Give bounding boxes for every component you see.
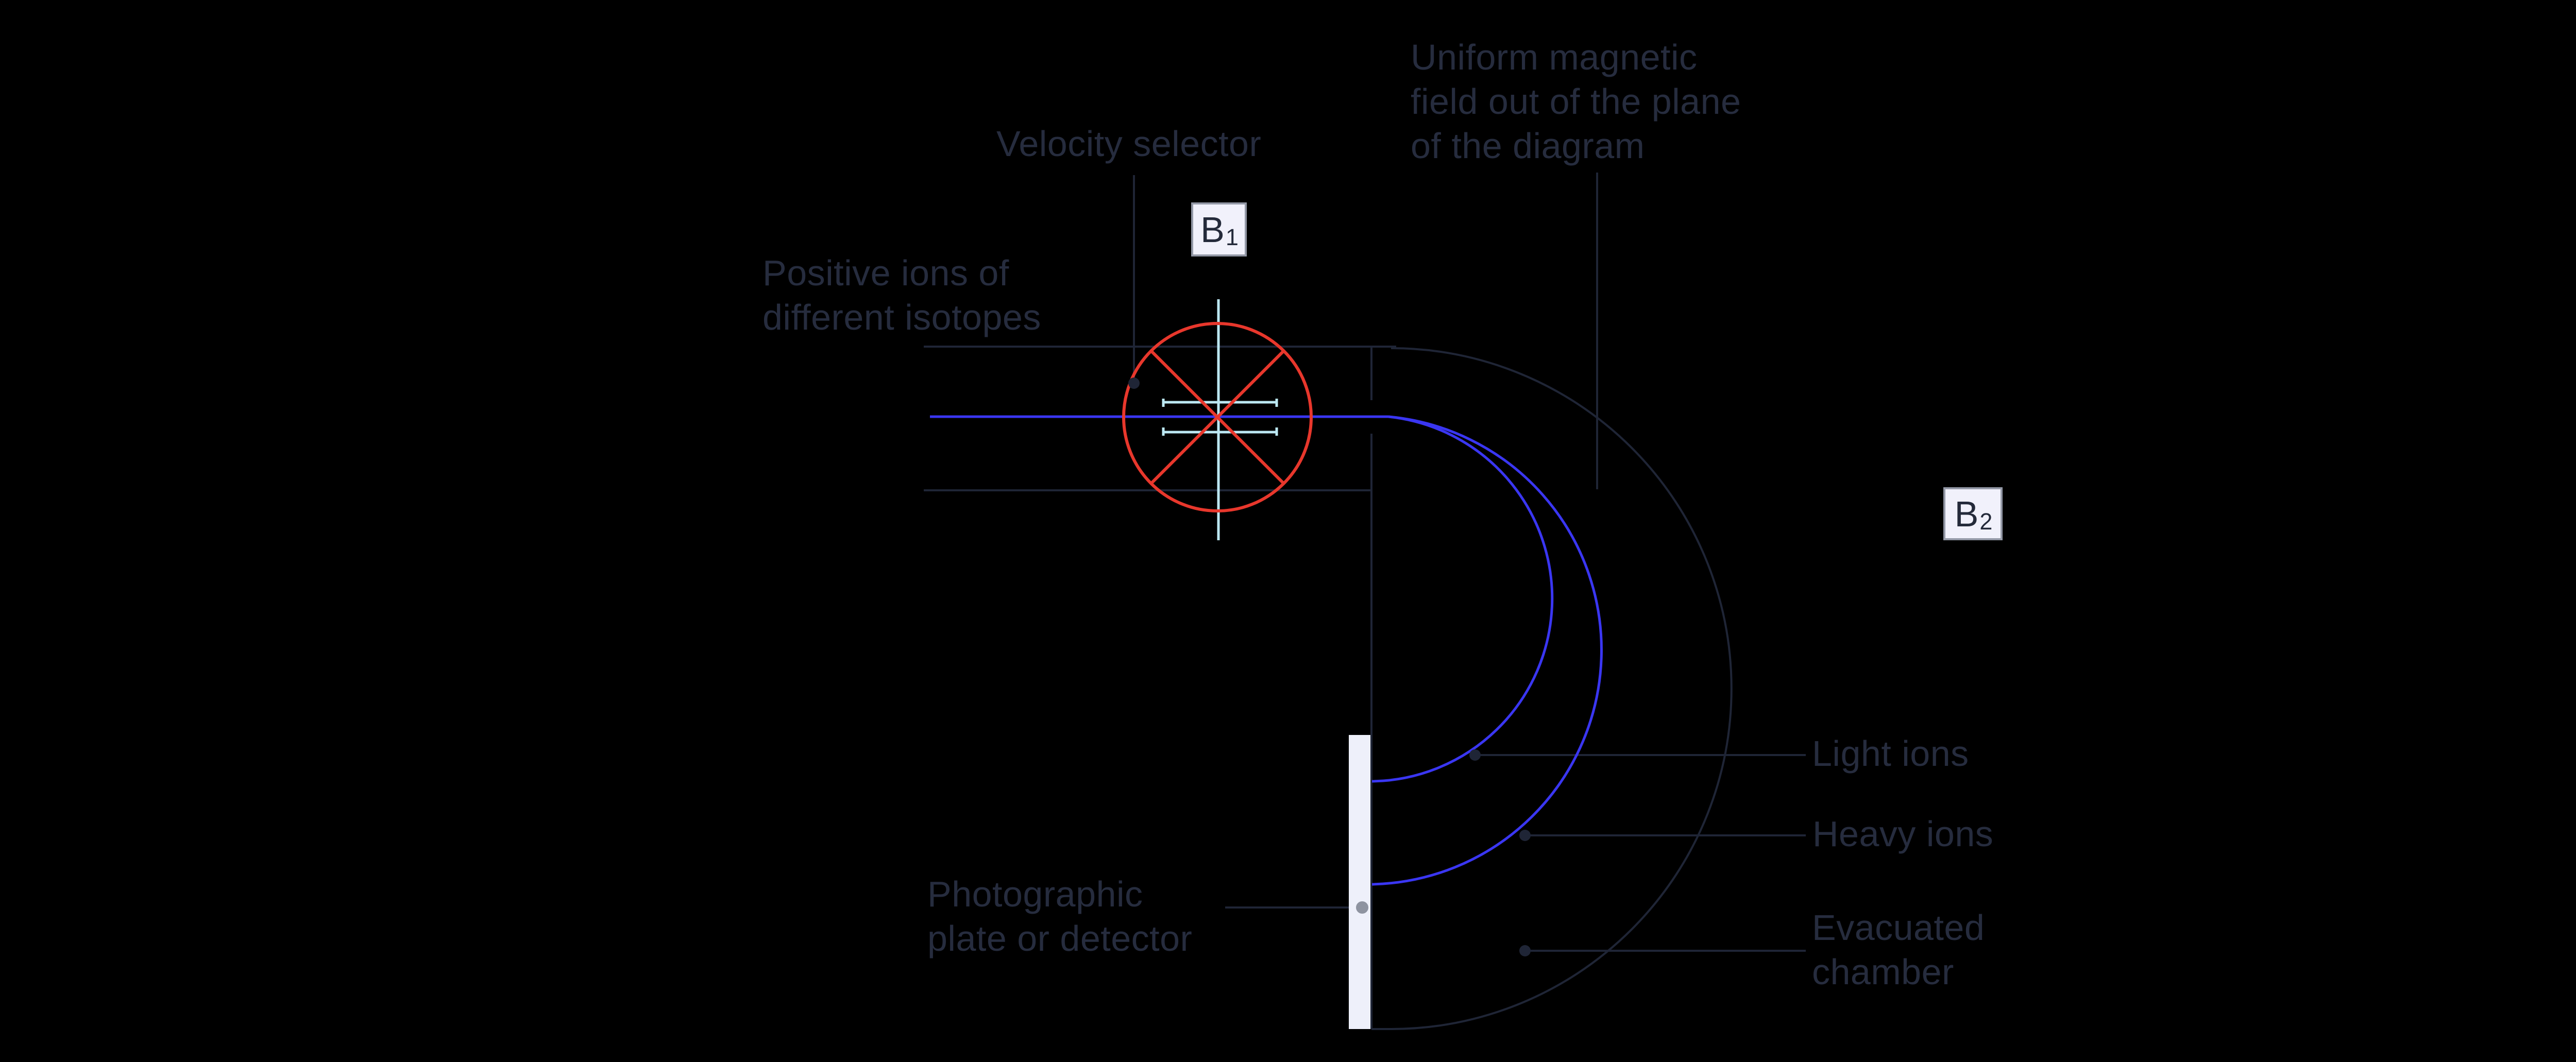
photographic-plate-label: Photographic plate or detector — [927, 872, 1192, 961]
light-ions-dot — [1469, 749, 1481, 761]
selector-ring — [1122, 322, 1313, 512]
positive-ions-label: Positive ions of different isotopes — [762, 251, 1041, 339]
b2-subscript: 2 — [1979, 508, 1993, 535]
b1-symbol: B — [1200, 209, 1225, 250]
b1-subscript: 1 — [1225, 224, 1239, 250]
photographic-plate-label-line1: Photographic — [927, 874, 1143, 914]
light-ions-trajectory — [1371, 415, 1554, 783]
uniform-field-label-line3: of the diagram — [1411, 126, 1645, 166]
uniform-field-label-line2: field out of the plane — [1411, 81, 1741, 122]
positive-ions-label-line2: different isotopes — [762, 297, 1041, 337]
heavy-ions-label: Heavy ions — [1812, 814, 1994, 854]
chamber-outer-arc — [1371, 347, 1733, 1030]
uniform-field-label: Uniform magnetic field out of the plane … — [1411, 35, 1741, 168]
velocity-selector-leader-dot — [1128, 378, 1140, 389]
heavy-ions-dot — [1519, 830, 1531, 841]
light-ions-label: Light ions — [1812, 733, 1969, 774]
velocity-selector-label: Velocity selector — [996, 124, 1262, 164]
positive-ions-label-line1: Positive ions of — [762, 253, 1009, 293]
uniform-field-label-line1: Uniform magnetic — [1411, 37, 1698, 77]
photographic-plate-label-line2: plate or detector — [927, 918, 1193, 958]
b2-symbol: B — [1954, 493, 1979, 534]
evacuated-chamber-dot — [1519, 945, 1531, 956]
evacuated-chamber-label: Evacuated chamber — [1812, 905, 1985, 994]
evacuated-chamber-label-line1: Evacuated — [1812, 907, 1985, 948]
selector-cross-line-2 — [1149, 349, 1285, 485]
heavy-ions-trajectory — [1371, 415, 1603, 886]
photographic-plate-dot — [1356, 901, 1368, 914]
photographic-plate-rect — [1349, 735, 1371, 1029]
evacuated-chamber-label-line2: chamber — [1812, 952, 1954, 992]
